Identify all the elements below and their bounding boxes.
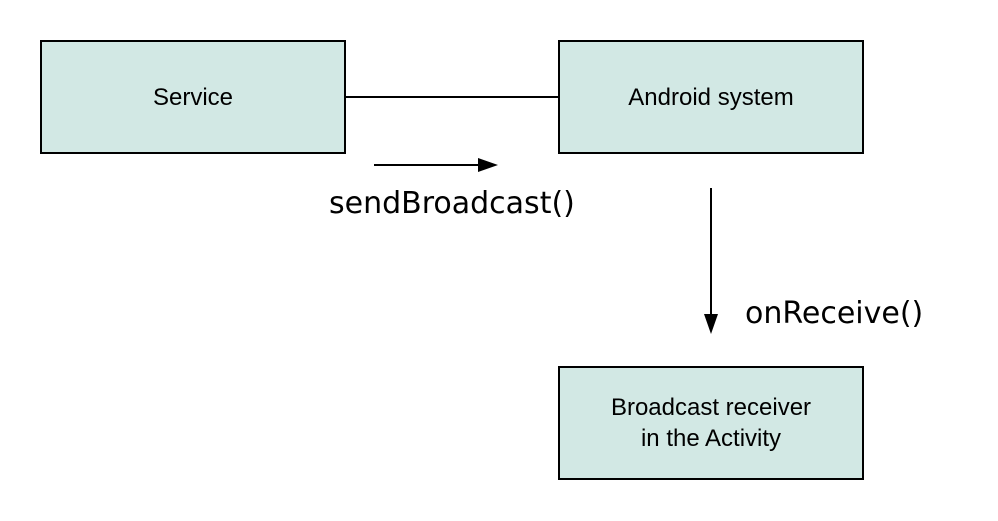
receiver-label-line1: Broadcast receiver <box>610 394 812 421</box>
receiver-label-line2: in the Activity <box>640 425 782 452</box>
android-system-box: Android system <box>558 40 864 154</box>
service-box: Service <box>40 40 346 154</box>
send-arrow <box>374 158 498 172</box>
android-system-label: Android system <box>628 83 794 111</box>
on-receive-label: onReceive() <box>745 296 924 331</box>
service-label: Service <box>152 83 234 111</box>
send-broadcast-label: sendBroadcast() <box>329 186 575 221</box>
broadcast-receiver-box: Broadcast receiver in the Activity <box>558 366 864 480</box>
receive-arrow <box>704 188 718 334</box>
